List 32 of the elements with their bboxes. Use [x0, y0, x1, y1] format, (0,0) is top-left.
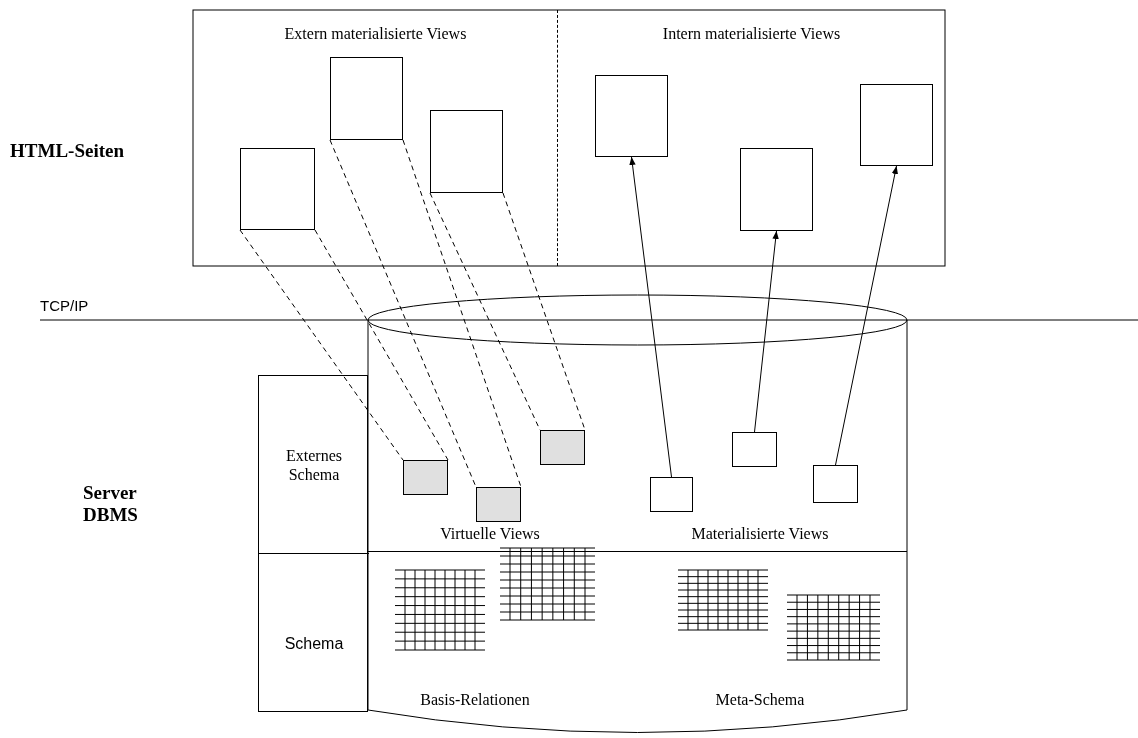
view-box	[476, 487, 521, 522]
projection-line	[329, 139, 477, 488]
region-label: Extern materialisierte Views	[283, 24, 468, 43]
arrow	[754, 230, 779, 433]
schema-column	[258, 375, 368, 712]
projection-line	[402, 139, 522, 488]
schema-label: Schema	[283, 634, 345, 653]
projection-line	[239, 229, 404, 461]
section-heading: Server DBMS	[83, 482, 139, 526]
view-box	[540, 430, 585, 465]
view-box	[650, 477, 693, 512]
band-label: Meta-Schema	[714, 690, 806, 709]
region-label: Intern materialisierte Views	[661, 24, 842, 43]
page-box	[595, 75, 668, 157]
page-box	[430, 110, 503, 193]
page-box	[740, 148, 813, 231]
page-box	[330, 57, 403, 140]
view-box	[813, 465, 858, 503]
band-label: Virtuelle Views	[439, 524, 541, 543]
arrow	[629, 156, 672, 478]
view-box	[403, 460, 448, 495]
schema-label: Externes Schema	[285, 446, 343, 484]
section-heading: HTML-Seiten	[10, 140, 125, 162]
page-box	[240, 148, 315, 230]
page-box	[860, 84, 933, 166]
projection-line	[502, 192, 586, 431]
view-box	[732, 432, 777, 467]
band-label: Materialisierte Views	[690, 524, 830, 543]
projection-line	[314, 229, 449, 461]
arrow	[835, 165, 899, 466]
network-label: TCP/IP	[40, 296, 89, 315]
band-label: Basis-Relationen	[419, 690, 531, 709]
